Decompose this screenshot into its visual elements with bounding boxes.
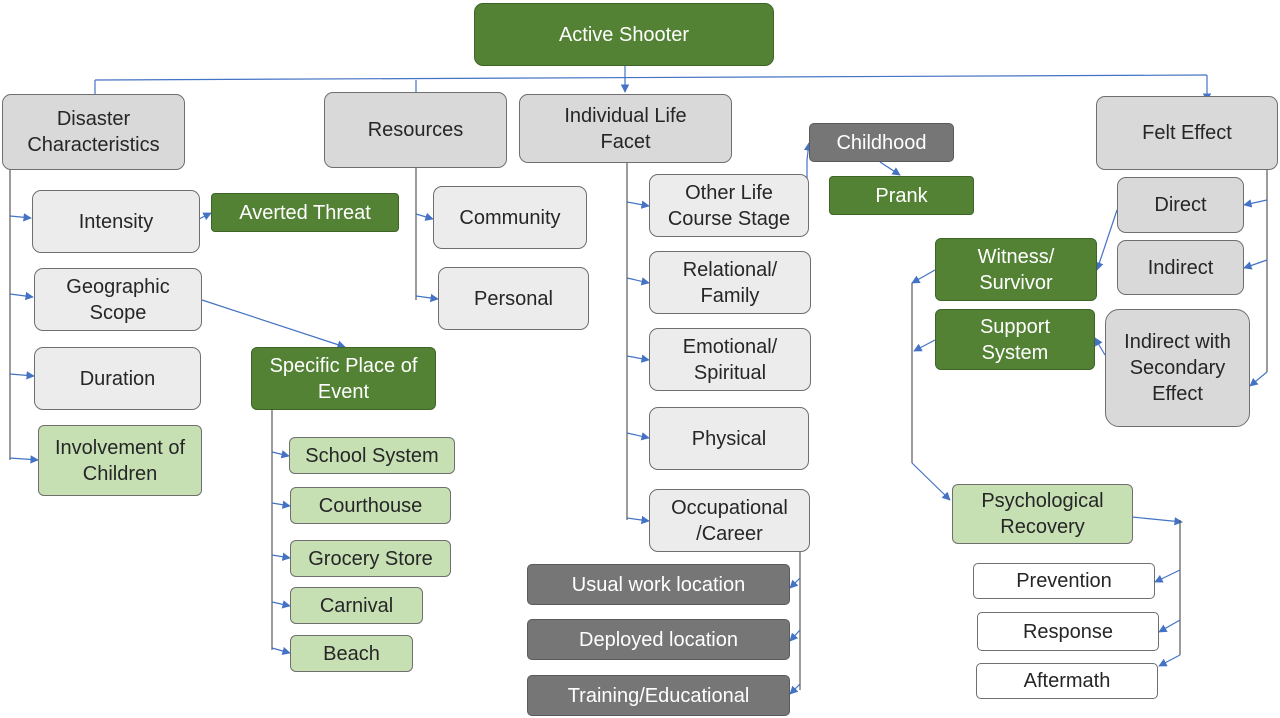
node-geographic-scope: Geographic Scope [34,268,202,331]
node-active-shooter: Active Shooter [474,3,774,66]
connector-specific-courthouse [271,500,291,509]
connector-disaster-duration [9,371,35,380]
node-intensity: Intensity [32,190,200,253]
node-individual-life-facet: Individual Life Facet [519,94,732,163]
connector-felt-indirect [1243,259,1268,270]
node-aftermath: Aftermath [976,663,1158,699]
connector-psych-prevention [1154,569,1181,583]
node-courthouse: Courthouse [290,487,451,524]
connector-childhood-prank [879,161,901,176]
node-personal: Personal [438,267,589,330]
connector-witness-left [911,269,936,284]
connector-felt-direct [1243,199,1268,208]
connector-top-bar [94,74,1208,81]
node-involvement-of-children: Involvement of Children [38,425,202,496]
connector-direct-witness [1095,209,1118,271]
connector-to-psych [911,462,951,501]
node-psychological-recovery: Psychological Recovery [952,484,1133,544]
connector-psych-aftermath [1158,654,1181,667]
node-childhood: Childhood [809,123,954,162]
connector-resources-personal [415,293,439,303]
node-physical: Physical [649,407,809,470]
connector-disaster-geo [9,291,34,301]
connector-psych-out [1131,516,1183,526]
connector-ilf-other [626,200,650,209]
node-prevention: Prevention [973,563,1155,599]
node-felt-effect: Felt Effect [1096,96,1278,170]
connector-disaster-children [9,455,39,464]
node-usual-work-location: Usual work location [527,564,790,605]
node-indirect: Indirect [1117,240,1244,295]
node-occupational-career: Occupational /Career [649,489,810,552]
node-resources: Resources [324,92,507,168]
connector-psych-response [1158,619,1181,633]
connector-occupational-usual [789,577,801,589]
node-averted-threat: Averted Threat [211,193,399,232]
connector-occupational-deployed [789,629,801,642]
node-disaster-characteristics: Disaster Characteristics [2,94,185,170]
node-direct: Direct [1117,177,1244,233]
node-community: Community [433,186,587,249]
node-emotional-spiritual: Emotional/ Spiritual [649,328,811,391]
connector-felt-indirect2 [1249,371,1268,387]
connector-resources-community [415,212,434,221]
node-indirect-with-secondary-effect: Indirect with Secondary Effect [1105,309,1250,427]
node-carnival: Carnival [290,587,423,624]
node-relational-family: Relational/ Family [649,251,811,314]
connector-specific-beach [271,646,291,656]
connector-specific-school [271,450,290,459]
connector-support-left [913,339,936,352]
connector-occupational-training [789,683,801,695]
connector-geo-specific [201,299,346,349]
node-beach: Beach [290,635,413,672]
connector-ilf-relational [626,277,650,286]
connector-ilf-occupational [626,515,650,525]
connector-specific-carnival [271,600,291,609]
connector-specific-grocery [271,552,291,561]
node-school-system: School System [289,437,455,474]
connector-indirect2-support [1094,337,1106,356]
connector-disaster-intensity [9,213,32,222]
connector-intensity-averted [198,212,212,221]
node-specific-place-of-event: Specific Place of Event [251,347,436,410]
node-support-system: Support System [935,309,1095,370]
node-other-life-course-stage: Other Life Course Stage [649,174,809,237]
node-deployed-location: Deployed location [527,619,790,660]
node-training-educational: Training/Educational [527,675,790,716]
node-witness-survivor: Witness/ Survivor [935,238,1097,301]
connector-ilf-emotional [626,354,650,363]
node-duration: Duration [34,347,201,410]
node-grocery-store: Grocery Store [290,540,451,577]
connector-ilf-physical [626,432,650,441]
node-response: Response [977,612,1159,651]
node-prank: Prank [829,176,974,215]
